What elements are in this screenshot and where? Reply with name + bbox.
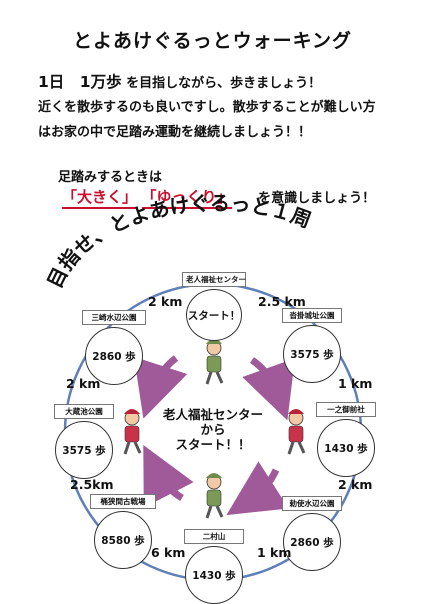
station-steps: 1430 歩 [185, 546, 243, 604]
stepping-emphasis: 「大きく」 「ゆっくり」 を意識しましょう！ [62, 186, 376, 209]
station-kutsukake: 沓掛城址公園 3575 歩 [282, 308, 342, 383]
distance-label: 6 km [151, 545, 186, 560]
stepping-lead: 足踏みするときは [58, 170, 163, 185]
distance-label: 2.5km [70, 477, 114, 492]
station-chokushi: 勅使水辺公園 2860 歩 [282, 496, 342, 571]
station-misaki: 三崎水辺公園 2860 歩 [82, 310, 146, 385]
station-steps: 1430 歩 [317, 419, 375, 477]
station-name: 勅使水辺公園 [282, 496, 342, 511]
distance-label: 1 km [338, 376, 373, 391]
intro-line-2: 近くを散歩するのも良いですし。散歩することが難しい方 [38, 100, 376, 115]
distance-label: 2 km [148, 294, 183, 309]
station-steps: 8580 歩 [94, 511, 152, 569]
stepping-slow: 「ゆっくり」 [141, 188, 232, 209]
station-okehazama: 桶狭間古戦場 8580 歩 [90, 494, 156, 569]
arc-title: 目指せ、とよあけぐるっと１周 [42, 191, 314, 292]
stepping-big: 「大きく」 [62, 188, 138, 209]
station-name: 一之御前社 [316, 402, 376, 417]
center-line-3: スタート！！ [175, 437, 251, 452]
distance-label: 2 km [338, 477, 373, 492]
station-futamurayama: 二村山 1430 歩 [184, 529, 244, 604]
center-label: 老人福祉センター から スタート！！ [153, 407, 273, 452]
station-steps: 2860 歩 [85, 327, 143, 385]
intro-step-goal: 1日 1万歩 [38, 73, 122, 91]
station-steps: スタート！ [186, 289, 242, 341]
station-start: 老人福祉センター スタート！ [182, 272, 246, 341]
station-steps: 3575 歩 [55, 421, 113, 479]
station-name: 老人福祉センター [182, 272, 246, 287]
station-okuraike: 大蔵池公園 3575 歩 [54, 404, 114, 479]
flow-arrow-2 [242, 357, 295, 421]
center-line-2: から [200, 422, 226, 437]
station-steps: 2860 歩 [283, 513, 341, 571]
distance-label: 1 km [257, 545, 292, 560]
intro-line-3: はお家の中で足踏み運動を継続しましょう！！ [38, 125, 312, 140]
stepping-tail: を意識しましょう！ [258, 191, 376, 206]
walker-icon [205, 339, 224, 385]
station-ichinogozen: 一之御前社 1430 歩 [316, 402, 376, 477]
station-name: 二村山 [184, 529, 244, 544]
flow-arrow-1 [133, 355, 188, 419]
station-name: 大蔵池公園 [54, 404, 114, 419]
station-name: 沓掛城址公園 [282, 308, 342, 323]
walker-icon [123, 409, 142, 455]
flow-arrow-3 [226, 461, 289, 516]
intro-line-1: 1日 1万歩 を目指しながら、歩きましょう！ [38, 70, 321, 92]
distance-label: 2.5 km [258, 294, 306, 309]
station-name: 桶狭間古戦場 [90, 494, 156, 509]
station-name: 三崎水辺公園 [82, 310, 146, 325]
distance-label: 2 km [66, 376, 101, 391]
walker-icon [205, 473, 224, 519]
walker-icon [287, 409, 306, 455]
intro-line-1-rest: を目指しながら、歩きましょう！ [126, 76, 322, 91]
station-steps: 3575 歩 [283, 325, 341, 383]
flow-arrow-4 [143, 445, 194, 508]
center-line-1: 老人福祉センター [162, 407, 263, 422]
page-title: とよあけぐるっとウォーキング [72, 30, 353, 52]
